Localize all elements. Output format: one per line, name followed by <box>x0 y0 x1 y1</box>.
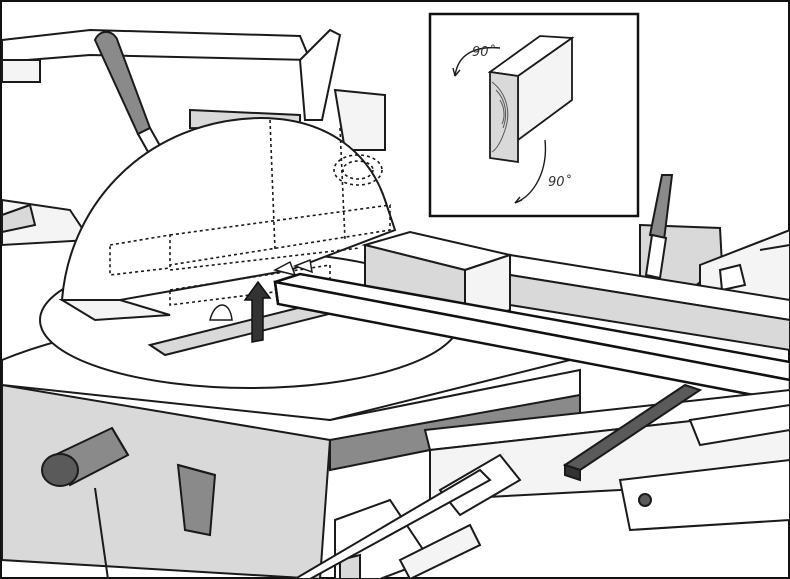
lower-handle <box>176 463 217 537</box>
blade-teeth <box>209 258 313 321</box>
workpiece-board <box>273 272 790 404</box>
left-handle <box>41 426 130 579</box>
angle-arrow-bottom <box>514 196 523 204</box>
inset-board <box>487 35 575 164</box>
sliding-carriage <box>423 383 790 532</box>
inset-diagram: 90˚ 90˚ <box>428 12 640 218</box>
rip-fence <box>361 230 790 352</box>
angle-label-top: 90˚ <box>472 44 496 60</box>
angle-arrow-top <box>452 67 461 77</box>
angle-arc-top <box>454 46 501 77</box>
angle-label-bottom: 90˚ <box>548 174 572 190</box>
lower-mechanism <box>293 453 522 579</box>
feed-arrow <box>243 280 272 343</box>
right-lever <box>644 174 674 280</box>
blade-guard <box>58 116 397 322</box>
back-frame <box>0 28 312 247</box>
